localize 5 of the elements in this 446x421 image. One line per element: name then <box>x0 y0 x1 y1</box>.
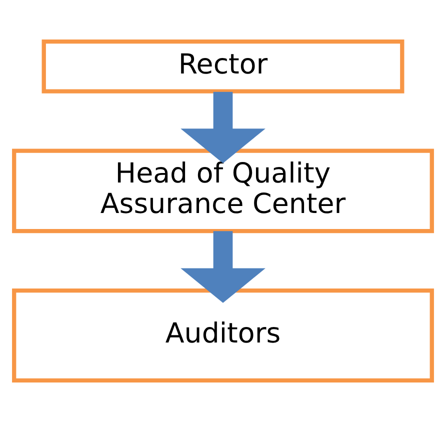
node-box: Auditors <box>12 288 434 382</box>
arrow <box>180 230 266 302</box>
node-box: Rector <box>42 38 404 93</box>
node-box: Head of Quality Assurance Center <box>12 148 434 233</box>
arrow <box>180 91 266 163</box>
